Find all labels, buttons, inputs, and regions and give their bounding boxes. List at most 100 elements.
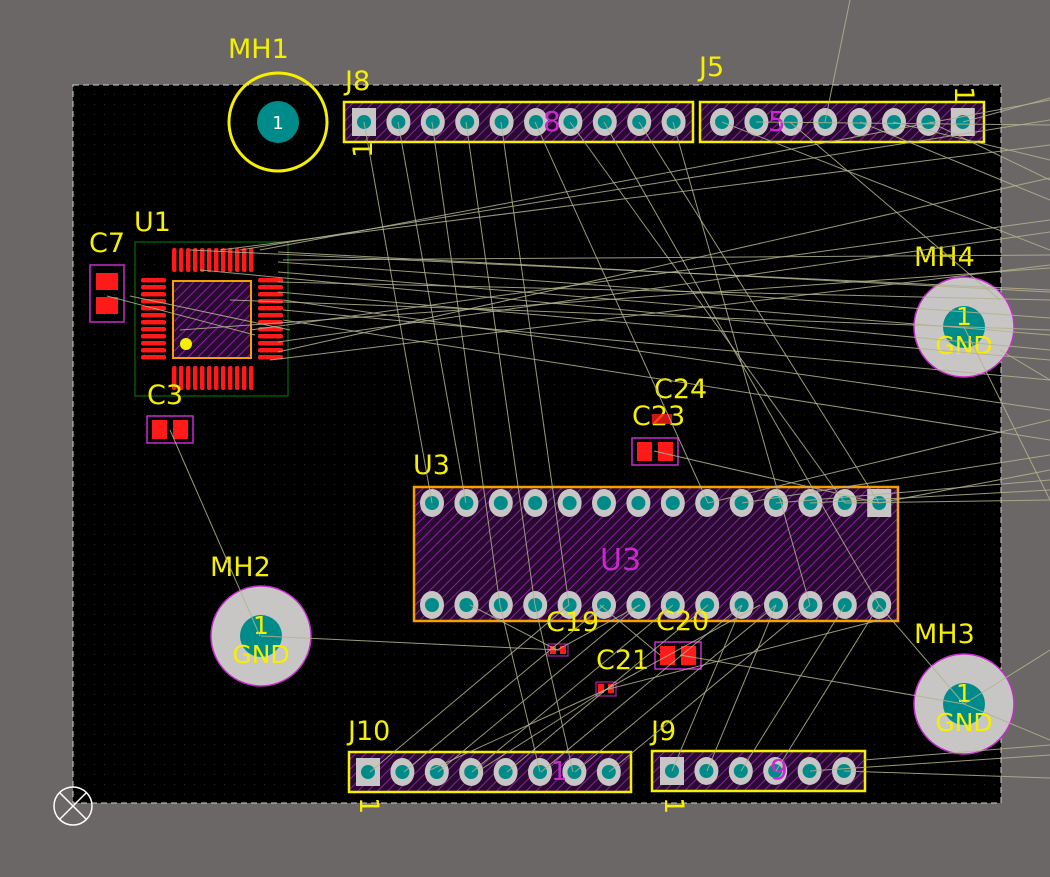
u3-pin-pad[interactable]: [488, 591, 513, 619]
u1-pin-pad[interactable]: [249, 366, 254, 390]
u1-pin-pad[interactable]: [228, 366, 233, 390]
c3-capacitor[interactable]: [146, 415, 194, 444]
u1-pin-pad[interactable]: [258, 355, 283, 360]
u3-pin-pad[interactable]: [420, 591, 444, 619]
j10-pin-pad[interactable]: [424, 758, 449, 786]
j10-pin-pad[interactable]: [493, 758, 518, 786]
j10-pin-pad[interactable]: [390, 758, 415, 786]
u1-pin-pad[interactable]: [214, 366, 219, 390]
u3-pin-pad[interactable]: [557, 489, 582, 517]
u1-qfn-package[interactable]: [134, 241, 289, 397]
u1-pin-pad[interactable]: [141, 313, 166, 318]
j8-pin-pad[interactable]: [592, 108, 617, 136]
j5-designator: J5: [697, 52, 724, 83]
u3-pin-pad[interactable]: [454, 591, 479, 619]
u1-pin-pad[interactable]: [258, 313, 283, 318]
j8-pin-pad[interactable]: [420, 108, 445, 136]
ratsnest-line: [863, 744, 1050, 761]
j9-pin-pad[interactable]: [728, 757, 753, 785]
u3-pin-pad[interactable]: [798, 591, 823, 619]
u1-pin-pad[interactable]: [258, 341, 283, 346]
u3-pin-pad[interactable]: [488, 489, 513, 517]
u1-pin-pad[interactable]: [186, 248, 191, 272]
u3-pin-pad[interactable]: [557, 591, 582, 619]
u1-pin-pad[interactable]: [228, 248, 233, 272]
u1-pin-pad[interactable]: [193, 248, 198, 272]
u1-pin-pad[interactable]: [193, 366, 198, 390]
u1-pin-pad[interactable]: [258, 348, 283, 353]
ratsnest-line: [469, 604, 558, 651]
j5-pin-pad[interactable]: [950, 108, 975, 136]
u1-pin-pad[interactable]: [200, 248, 205, 272]
u1-pin-pad[interactable]: [141, 348, 166, 353]
u1-pin-pad[interactable]: [172, 366, 177, 390]
u1-pin-pad[interactable]: [200, 366, 205, 390]
u3-pin-pad[interactable]: [592, 489, 616, 517]
u1-pin-pad[interactable]: [235, 366, 240, 390]
u1-pin-pad[interactable]: [235, 248, 240, 272]
ratsnest-line: [962, 97, 1050, 123]
u3-dip-package[interactable]: U3: [412, 485, 900, 623]
u1-pin-pad[interactable]: [141, 355, 166, 360]
j8-pin-pad[interactable]: [661, 108, 686, 136]
j10-header[interactable]: 1 1: [347, 750, 633, 814]
j5-pin-pad[interactable]: [847, 108, 872, 136]
mh4-mounting-hole[interactable]: 1 GND: [913, 276, 1015, 378]
u1-pin-pad[interactable]: [179, 366, 184, 390]
j10-pin-pad[interactable]: [562, 758, 587, 786]
j8-pin-pad[interactable]: [455, 108, 480, 136]
u1-pin-pad[interactable]: [141, 292, 166, 297]
mh1-designator: MH1: [228, 34, 289, 65]
u1-pin-pad[interactable]: [258, 306, 283, 311]
j8-pin-pad[interactable]: [489, 108, 514, 136]
j10-pin-pad[interactable]: [596, 758, 621, 786]
u1-pin-pad[interactable]: [214, 248, 219, 272]
u1-pin-pad[interactable]: [172, 248, 177, 272]
u1-pin-pad[interactable]: [141, 327, 166, 332]
u3-pin-pad[interactable]: [626, 489, 651, 517]
u1-pin-pad[interactable]: [258, 292, 283, 297]
ratsnest-line: [269, 264, 1050, 361]
u1-pin-pad[interactable]: [242, 248, 247, 272]
j9-pin-pad[interactable]: [694, 757, 719, 785]
u1-pin-pad[interactable]: [249, 248, 254, 272]
u1-pin-pad[interactable]: [141, 334, 166, 339]
u1-pin-pad[interactable]: [141, 341, 166, 346]
u1-pin-pad[interactable]: [207, 366, 212, 390]
u1-pin-pad[interactable]: [258, 334, 283, 339]
board-outline[interactable]: [72, 84, 1002, 804]
mh3-net-name: GND: [935, 708, 992, 737]
u1-pin-pad[interactable]: [221, 248, 226, 272]
u3-pin-pad[interactable]: [454, 489, 479, 517]
c23-capacitor[interactable]: [631, 437, 679, 466]
u1-pin-pad[interactable]: [179, 248, 184, 272]
j5-pin1-marker: 1: [948, 86, 979, 103]
j10-pin-pad[interactable]: [459, 758, 484, 786]
mh1-mounting-hole[interactable]: 1: [227, 71, 329, 173]
c7-capacitor[interactable]: [89, 264, 125, 323]
u3-pin-pad[interactable]: [695, 591, 720, 619]
j8-pin-pad[interactable]: [524, 108, 548, 136]
ratsnest-line: [775, 479, 1050, 504]
j9-header[interactable]: 9 1: [650, 749, 867, 814]
u1-pin-pad[interactable]: [186, 366, 191, 390]
u1-pin-pad[interactable]: [141, 278, 166, 283]
j9-pin-pad[interactable]: [797, 757, 822, 785]
ratsnest-line: [437, 604, 640, 773]
u3-pin-pad[interactable]: [660, 489, 685, 517]
u1-pin-pad[interactable]: [242, 366, 247, 390]
u1-pin-pad[interactable]: [258, 278, 283, 283]
u1-pin-pad[interactable]: [258, 285, 283, 290]
ratsnest-line: [403, 604, 605, 773]
u1-pin-pad[interactable]: [207, 248, 212, 272]
u1-pin-pad[interactable]: [221, 366, 226, 390]
j10-pin-pad[interactable]: [356, 758, 380, 786]
ratsnest-line: [653, 450, 880, 504]
u1-pin-pad[interactable]: [141, 285, 166, 290]
c24-capacitor[interactable]: [652, 414, 672, 424]
u3-pin-pad[interactable]: [523, 489, 548, 517]
u1-pin-pad[interactable]: [141, 320, 166, 325]
ratsnest-line: [229, 299, 1050, 331]
u3-pin-pad[interactable]: [695, 489, 720, 517]
